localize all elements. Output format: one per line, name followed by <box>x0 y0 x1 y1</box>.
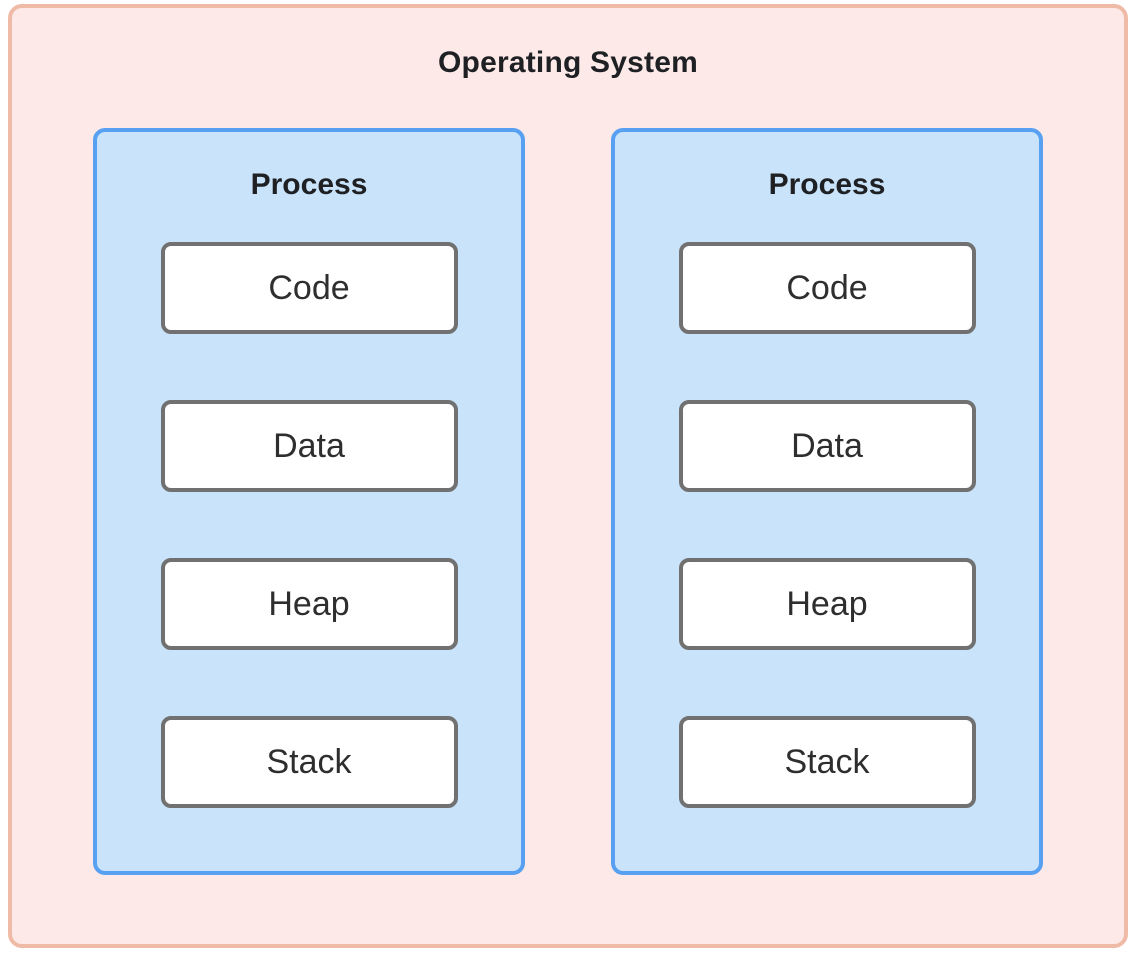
process-card-right: Process Code Data Heap Stack <box>611 128 1043 875</box>
segment-stack: Stack <box>160 716 458 808</box>
segment-code: Code <box>160 242 458 334</box>
segment-data: Data <box>678 400 976 492</box>
process-row: Process Code Data Heap Stack Process Cod… <box>12 128 1124 875</box>
segment-heap: Heap <box>160 558 458 650</box>
segment-list: Code Data Heap Stack <box>615 242 1039 808</box>
operating-system-container: Operating System Process Code Data Heap … <box>8 4 1128 948</box>
process-title: Process <box>768 168 886 201</box>
segment-data: Data <box>160 400 458 492</box>
operating-system-title: Operating System <box>438 46 698 79</box>
process-card-left: Process Code Data Heap Stack <box>93 128 525 875</box>
segment-stack: Stack <box>678 716 976 808</box>
segment-list: Code Data Heap Stack <box>97 242 521 808</box>
segment-code: Code <box>678 242 976 334</box>
process-title: Process <box>250 168 368 201</box>
segment-heap: Heap <box>678 558 976 650</box>
